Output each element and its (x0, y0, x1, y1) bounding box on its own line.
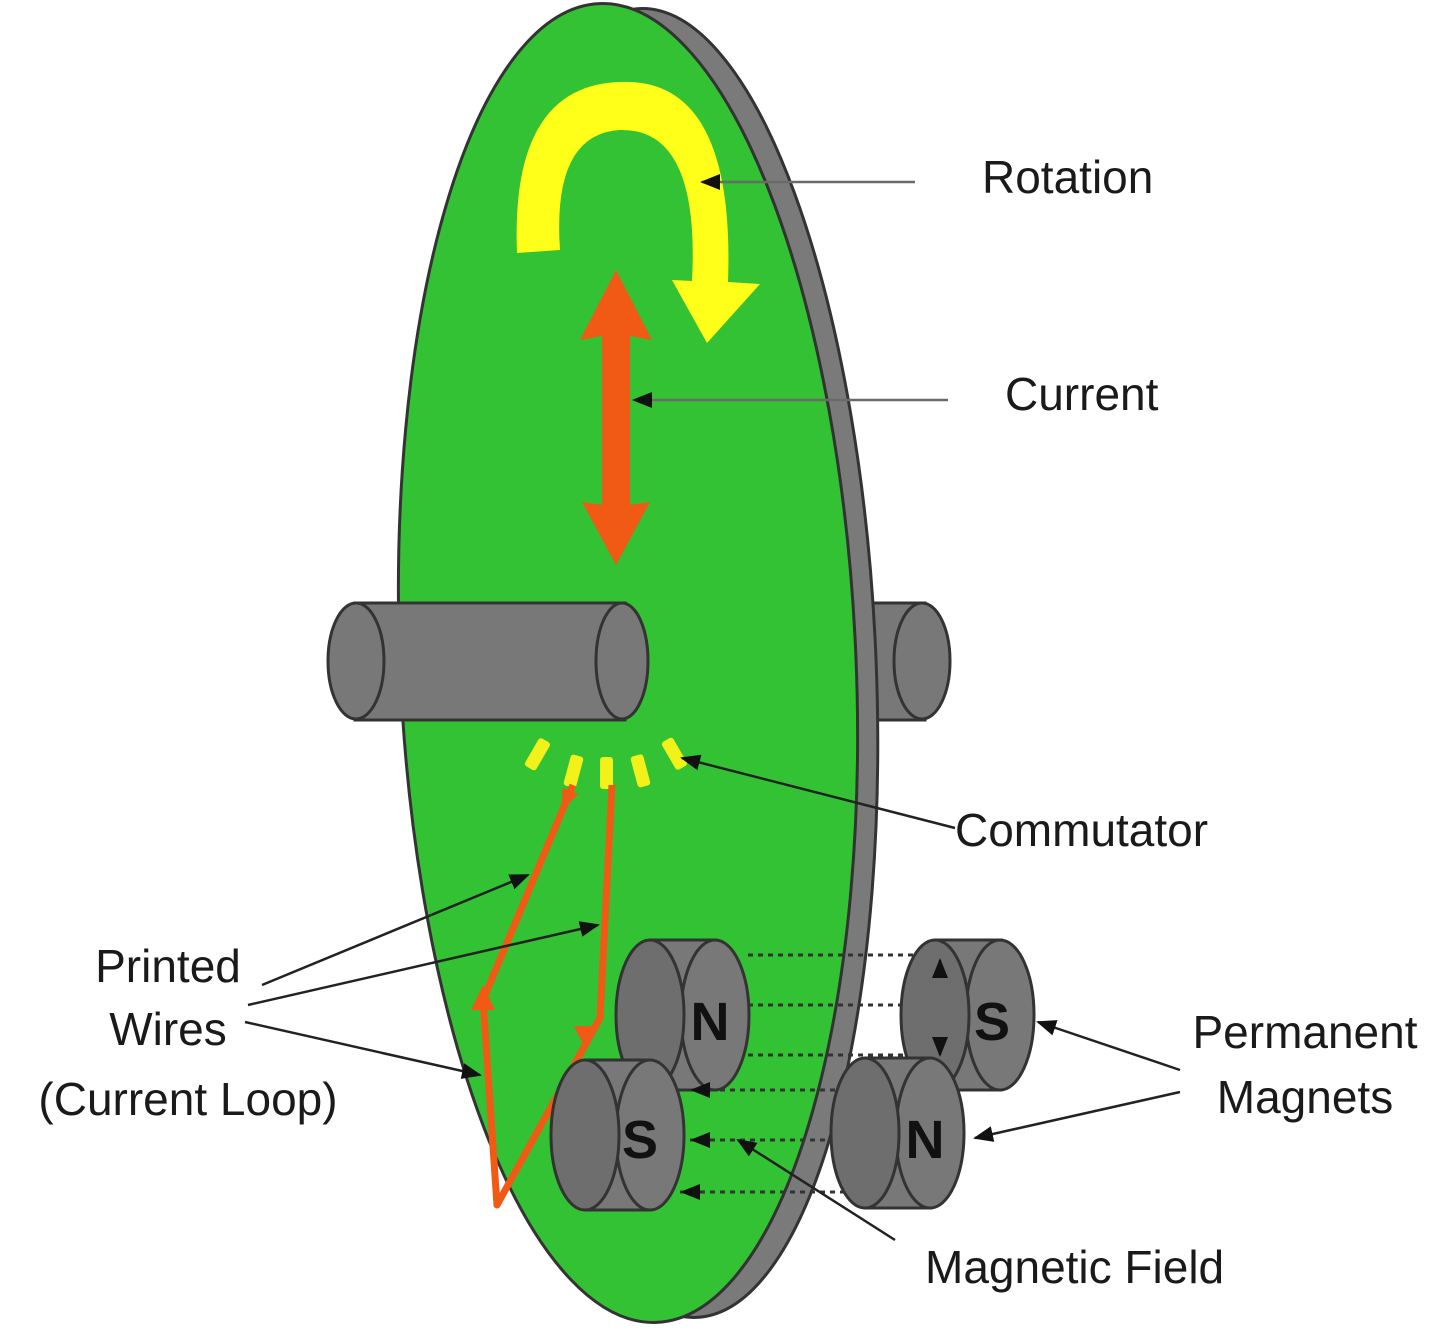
label-printed-wires-line1: Printed (95, 940, 241, 992)
label-magnetic-field: Magnetic Field (925, 1241, 1224, 1293)
label-printed-wires-line3: (Current Loop) (38, 1073, 337, 1125)
magnet-front-upper: N (614, 938, 751, 1092)
leader-lines (244, 174, 1181, 1242)
pole-label-n: N (691, 992, 730, 1052)
front-shaft (326, 601, 650, 722)
label-commutator: Commutator (955, 804, 1208, 856)
commutator-segment (563, 754, 584, 788)
printed-wire-loop (471, 783, 616, 1209)
commutator-segments (524, 737, 687, 789)
commutator-segment (630, 754, 651, 788)
commutator-segment (524, 738, 550, 771)
commutator-segment (600, 757, 613, 789)
pole-label-n: N (906, 1110, 945, 1170)
label-permanent-magnets-line2: Magnets (1217, 1071, 1393, 1123)
label-printed-wires-line2: Wires (109, 1003, 227, 1055)
pole-label-s: S (974, 992, 1010, 1052)
magnetic-field-lines (680, 953, 935, 1194)
magnet-front-lower: S (549, 1058, 686, 1212)
pole-label-s: S (622, 1110, 658, 1170)
label-permanent-magnets-line1: Permanent (1192, 1006, 1417, 1058)
back-shaft (868, 601, 952, 722)
current-arrow (580, 270, 652, 565)
field-arrowheads (680, 958, 948, 1200)
label-rotation: Rotation (982, 151, 1153, 203)
magnet-back-lower: N (829, 1056, 966, 1210)
labels: Rotation Current Commutator Printed Wire… (38, 151, 1417, 1293)
rotation-arrow (516, 81, 760, 343)
label-current: Current (1005, 368, 1159, 420)
